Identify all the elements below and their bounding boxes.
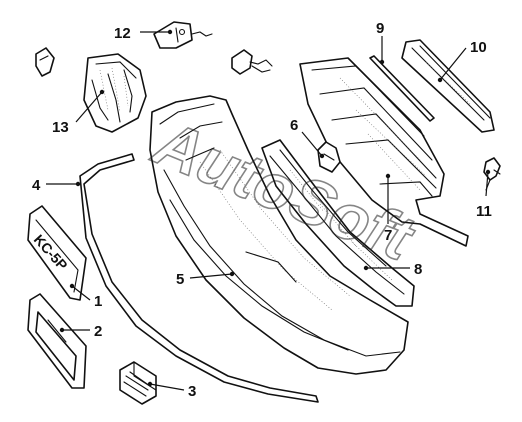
leader-lines — [46, 29, 491, 391]
callout-13: 13 — [52, 119, 69, 136]
part-7-absorber — [299, 57, 469, 247]
callout-6: 6 — [290, 117, 298, 134]
callout-8: 8 — [414, 261, 422, 278]
part-5-bumper-cover — [149, 95, 409, 375]
callout-1: 1 — [94, 293, 102, 310]
part-3-reflector — [119, 361, 157, 405]
part-10-reinforcement — [401, 39, 495, 133]
part-2-plate-frame — [27, 293, 87, 389]
part-1-license-plate: KC-5P — [27, 205, 87, 301]
callout-12: 12 — [114, 25, 131, 42]
callout-11: 11 — [476, 203, 492, 220]
part-8-lower-strip — [261, 139, 415, 307]
callout-numbers: 12 13 9 10 6 4 7 11 5 8 1 2 3 — [32, 20, 492, 400]
callout-5: 5 — [176, 271, 184, 288]
part-4-trim-strip — [79, 153, 319, 403]
part-9-strip — [369, 55, 435, 122]
callout-3: 3 — [188, 383, 196, 400]
part-13-tail-light — [83, 53, 147, 133]
part-12-bracket — [153, 21, 213, 49]
callout-2: 2 — [94, 323, 102, 340]
part-6-clip — [317, 141, 341, 173]
bulb-socket — [231, 49, 273, 75]
callout-10: 10 — [470, 39, 487, 56]
callout-9: 9 — [376, 20, 384, 37]
callout-7: 7 — [384, 227, 392, 244]
callout-4: 4 — [32, 177, 41, 194]
small-clip-left — [35, 47, 55, 77]
